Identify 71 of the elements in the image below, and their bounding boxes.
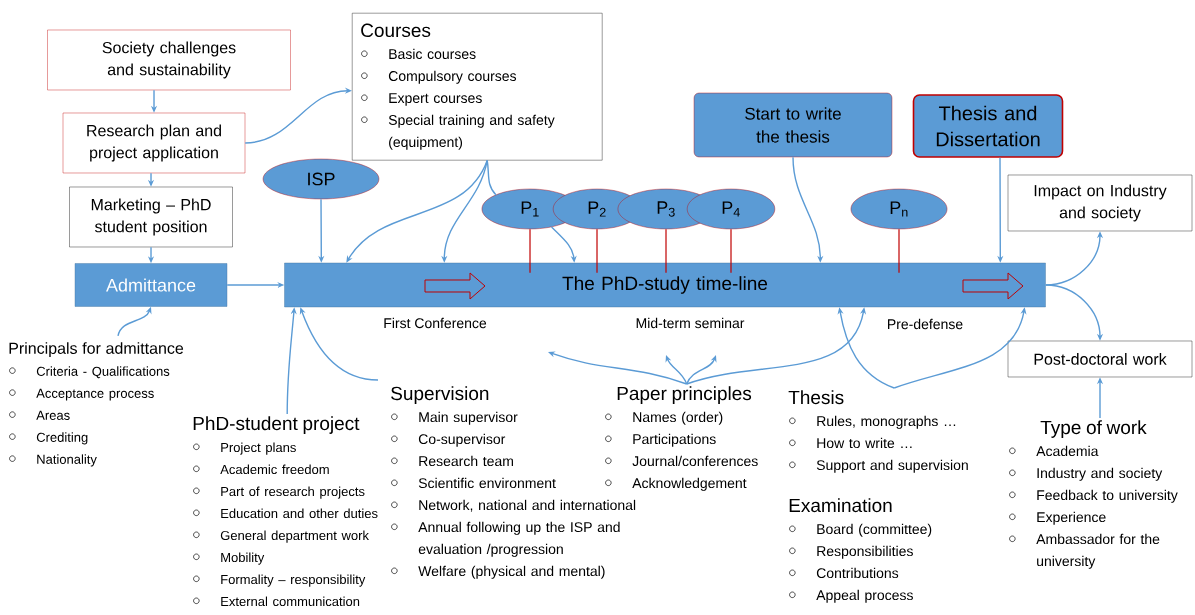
plan-box: Research plan and project application (62, 112, 246, 174)
milestone-label: First Conference (384, 317, 487, 329)
list-item: Formality – responsibility (221, 574, 366, 587)
list-item: General department work (220, 530, 369, 543)
list-item: External communication (221, 596, 360, 607)
list-item: Acceptance process (36, 388, 154, 401)
list-item: Feedback to university (1037, 489, 1178, 503)
list-item: Research team (419, 455, 513, 467)
list-item: Contributions (816, 567, 899, 579)
connector-line (486, 159, 497, 196)
list-item: Main supervisor (419, 411, 518, 425)
arrow (665, 355, 688, 385)
milestone-box: Start to write the thesis (693, 92, 893, 158)
list-item: Network, national and international (419, 499, 636, 512)
heading: Thesis (788, 390, 844, 405)
list-item: Acknowledgement (632, 477, 747, 491)
arrow (244, 87, 352, 144)
list-item: Participations (633, 433, 716, 447)
list-item: How to write … (817, 437, 912, 449)
heading: Principals for admittance (9, 342, 184, 358)
outcome-box: Post-doctoral work (1007, 340, 1193, 378)
connector-line (529, 228, 531, 274)
heading: Examination (789, 498, 892, 513)
connector-line (898, 228, 900, 274)
heading: PhD-student project (193, 416, 360, 434)
admittance-box: Admittance (74, 263, 228, 307)
milestone-label: Pre-defense (888, 318, 963, 330)
heading: Paper principles (617, 386, 752, 404)
list-item: Nationality (37, 454, 97, 467)
list-item: Annual following up the ISP and evaluation /progression (418, 521, 620, 557)
list-item: Part of research projects (221, 486, 365, 499)
list-item: Welfare (physical and mental) (418, 565, 605, 579)
list-item: Expert courses (389, 93, 482, 106)
list-item: Ambassador for the university (1036, 533, 1160, 569)
list-item: Co-supervisor (418, 433, 506, 447)
arrow (686, 355, 717, 385)
challenge-box: Society challenges and sustainability (47, 29, 291, 91)
list-item: Education and other duties (221, 508, 378, 519)
list-item: Industry and society (1037, 467, 1163, 481)
list-item: Journal/conferences (632, 455, 758, 467)
list-item: Board (committee) (817, 523, 932, 537)
list-item: Support and supervision (816, 459, 968, 473)
connector-line (730, 228, 732, 274)
heading: Type of work (1040, 420, 1147, 438)
list-item: Experience (1037, 511, 1106, 525)
list-item: Crediting (36, 432, 88, 445)
connector-line (665, 228, 667, 274)
milestone-box: Thesis and Dissertation (912, 94, 1064, 158)
timeline-bar: The PhD-study time-line (284, 262, 1046, 308)
course-box (352, 13, 603, 161)
arrow (548, 351, 688, 385)
list-item: Mobility (221, 552, 265, 565)
list-item: Special training and safety (equipment) (388, 114, 555, 150)
list-item: Names (order) (633, 411, 723, 425)
outcome-box: Impact on Industry and society (1007, 174, 1193, 232)
list-item: Criteria - Qualifications (36, 366, 170, 379)
milestone-label: Mid-term seminar (636, 317, 745, 329)
connector-line (596, 228, 598, 274)
list-item: Rules, monographs … (817, 415, 956, 429)
list-item: Academia (1036, 445, 1099, 457)
heading: Courses (361, 23, 431, 38)
list-item: Compulsory courses (388, 70, 517, 84)
marketing-box: Marketing – PhD student position (69, 186, 233, 248)
list-item: Responsibilities (817, 545, 913, 559)
heading: Supervision (391, 386, 489, 404)
list-item: Basic courses (389, 48, 476, 59)
list-item: Appeal process (816, 589, 913, 603)
list-item: Areas (36, 410, 70, 420)
list-item: Academic freedom (220, 464, 329, 475)
list-item: Scientific environment (418, 477, 556, 489)
list-item: Project plans (221, 442, 296, 455)
